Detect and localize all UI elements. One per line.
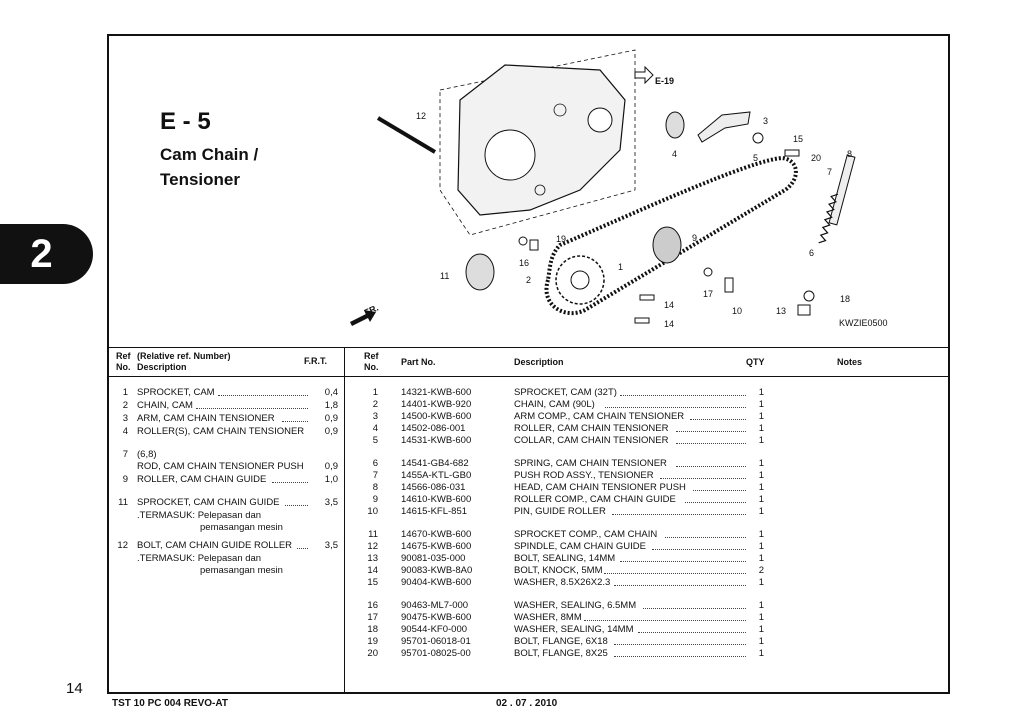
push-rod (828, 154, 856, 226)
right-header-notes: Notes (837, 357, 863, 367)
left-header-relative: (Relative ref. Number) (137, 351, 231, 361)
callout-1: 1 (618, 262, 623, 272)
callout-9: 9 (692, 233, 697, 243)
exploded-diagram: E-19 FR. 1 2 3 4 5 6 7 8 9 10 11 12 13 1… (350, 49, 888, 329)
right-header-no: No. (364, 362, 379, 372)
guide-roller (652, 226, 682, 264)
catalog-frame (107, 34, 950, 694)
callout-14a: 14 (664, 300, 674, 310)
table-divider (344, 348, 345, 694)
spindle (376, 116, 437, 154)
tensioner-roller (665, 111, 685, 139)
callout-14b: 14 (664, 319, 674, 329)
catalog-code: TST 10 PC 004 REVO-AT (112, 698, 228, 709)
right-header-description: Description (514, 357, 564, 367)
callout-5: 5 (753, 153, 758, 163)
callout-15: 15 (793, 134, 803, 144)
tensioner-arm (697, 111, 751, 143)
chapter-number: 2 (30, 232, 53, 276)
callout-3: 3 (763, 116, 768, 126)
callout-17: 17 (703, 289, 713, 299)
right-header-qty: QTY (746, 357, 765, 367)
cam-chain (544, 155, 798, 316)
callout-12: 12 (416, 111, 426, 121)
front-label: FR. (363, 303, 380, 318)
tensioner-spring (818, 193, 839, 244)
guide-sprocket (465, 253, 495, 291)
left-header-ref: Ref (116, 351, 131, 361)
callout-6: 6 (809, 248, 814, 258)
crankcase (457, 64, 626, 216)
callout-20: 20 (811, 153, 821, 163)
chapter-tab: 2 (0, 224, 93, 284)
callout-2: 2 (526, 275, 531, 285)
figure-code: KWZIE0500 (839, 318, 888, 328)
right-header-ref: Ref (364, 351, 379, 361)
callout-13: 13 (776, 306, 786, 316)
callout-4: 4 (672, 149, 677, 159)
left-header-no: No. (116, 362, 131, 372)
section-code: E - 5 (160, 108, 211, 135)
left-header-description: Description (137, 362, 187, 372)
callout-11: 11 (440, 271, 449, 281)
section-title: Cam Chain / Tensioner (160, 145, 259, 189)
left-header-frt: F.R.T. (304, 356, 328, 366)
callout-19: 19 (556, 234, 566, 244)
ref-e19: E-19 (655, 76, 674, 86)
catalog-date: 02 . 07 . 2010 (496, 698, 558, 709)
callout-7: 7 (827, 167, 832, 177)
right-header-part-no: Part No. (401, 357, 436, 367)
callout-10: 10 (732, 306, 742, 316)
table-top-rule (107, 347, 950, 348)
page-number: 14 (66, 680, 83, 697)
callout-8: 8 (847, 149, 852, 159)
table-header-rule (107, 376, 950, 377)
callout-18: 18 (840, 294, 850, 304)
callout-16: 16 (519, 258, 529, 268)
